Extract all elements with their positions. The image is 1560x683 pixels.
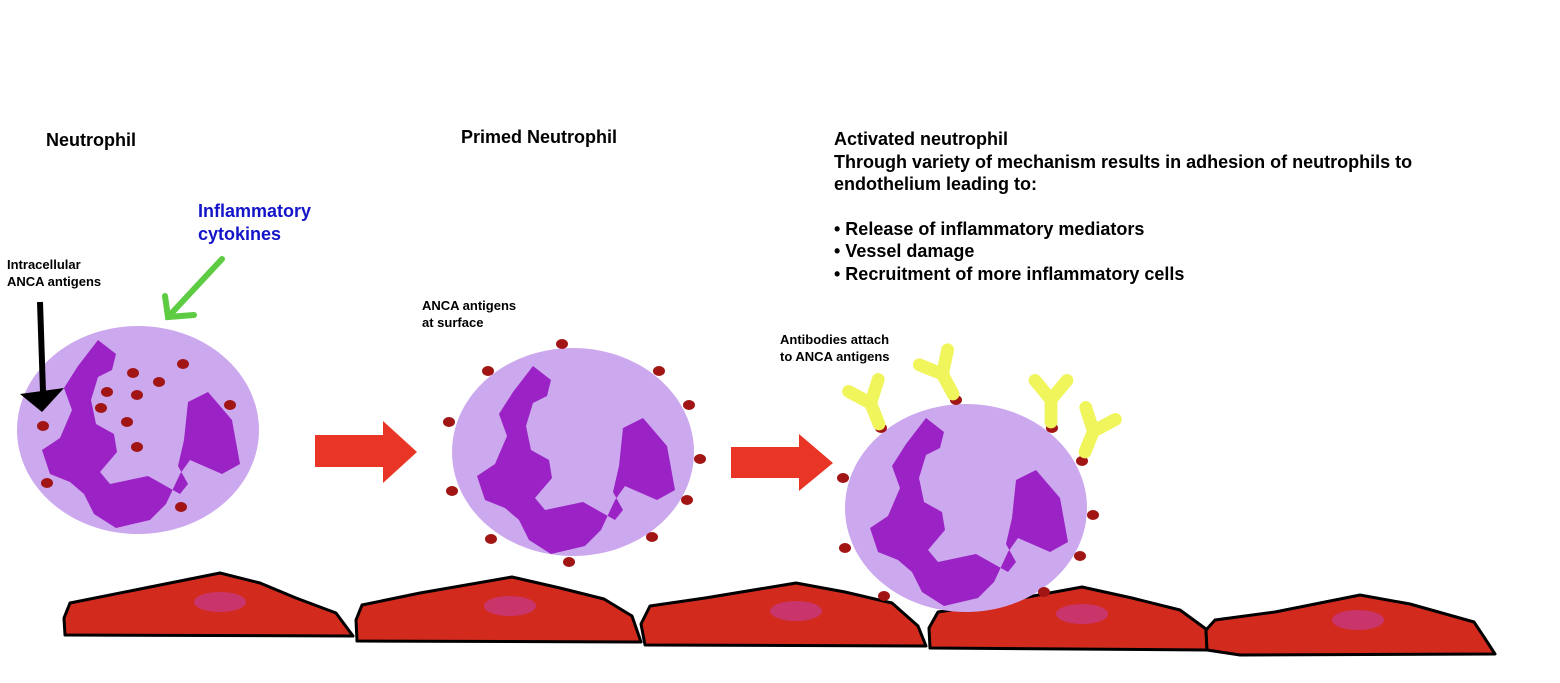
cytokines-line-1: Inflammatory	[198, 201, 312, 221]
surface-antigens-line-2: at surface	[422, 315, 484, 330]
endothelium-layer	[62, 571, 1497, 657]
primed-neutrophil-cell	[443, 339, 706, 567]
bullet-item: • Recruitment of more inflammatory cells	[834, 263, 1185, 284]
down-arrow-icon	[20, 301, 64, 412]
cytokines-line-2: cytokines	[198, 224, 282, 244]
surface-antigens-line-1: ANCA antigens	[422, 298, 517, 313]
activated-description-line-2: endothelium leading to:	[834, 174, 1037, 194]
down-left-arrow-icon	[162, 256, 225, 321]
cytokines-label: Inflammatory cytokines	[198, 200, 311, 246]
right-arrow-icon	[731, 434, 833, 491]
bullet-item: • Release of inflammatory mediators	[834, 218, 1145, 239]
antibodies-line-2: to ANCA antigens	[780, 349, 890, 364]
endothelial-cell	[354, 575, 643, 644]
bullet-item: • Vessel damage	[834, 241, 975, 261]
right-arrow-icon	[315, 421, 417, 483]
primed-neutrophil-label: Primed Neutrophil	[461, 127, 618, 147]
intracellular-antigens-label: Intracellular ANCA antigens	[7, 256, 101, 290]
activated-description-line-1: Through variety of mechanism results in …	[834, 151, 1413, 172]
neutrophil-label: Neutrophil	[46, 130, 136, 150]
intracellular-antigens-line-2: ANCA antigens	[7, 274, 102, 289]
endothelial-cell	[1204, 593, 1497, 657]
activated-title: Activated neutrophil	[834, 129, 1009, 149]
activated-neutrophil-text: Activated neutrophil Through variety of …	[834, 128, 1412, 285]
intracellular-antigens-line-1: Intracellular	[7, 257, 81, 272]
neutrophil-cell	[17, 326, 259, 534]
antibodies-label: Antibodies attach to ANCA antigens	[780, 331, 890, 365]
antibodies-line-1: Antibodies attach	[780, 332, 890, 347]
endothelial-cell	[639, 581, 928, 648]
endothelial-cell	[62, 571, 355, 638]
surface-antigens-label: ANCA antigens at surface	[422, 297, 516, 331]
activated-neutrophil-cell	[837, 350, 1115, 612]
